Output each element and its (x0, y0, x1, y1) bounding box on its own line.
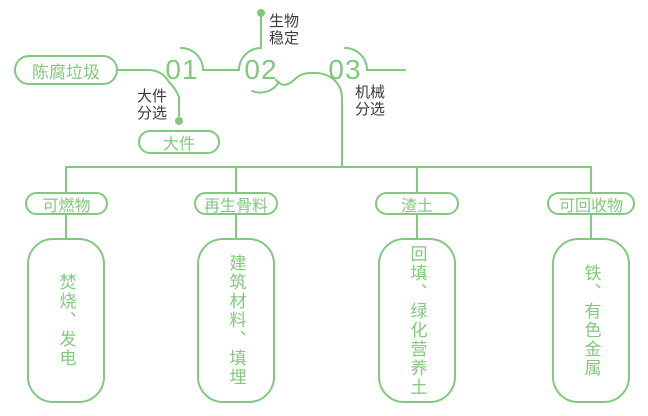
connector-source-to-bypass (117, 69, 180, 117)
detail-text: 铁、有色金属 (581, 263, 601, 378)
bypass-dot (175, 117, 183, 125)
rail-to-category-stubs (65, 166, 592, 193)
category-label: 渣土 (400, 197, 433, 215)
bypass-pill-label: 大件 (162, 136, 195, 153)
connector-03-exit (344, 47, 406, 71)
category-pill-slag-soil: 渣土 (375, 192, 459, 215)
detail-text: 回填、绿化营养土 (407, 244, 427, 397)
step-label-line: 稳定 (269, 30, 300, 47)
step-label-line: 分选 (137, 105, 168, 122)
category-label: 可回收物 (558, 197, 623, 215)
detail-box-backfill-nutrient-soil: 回填、绿化营养土 (378, 238, 456, 403)
step-label-bulky-sorting: 大件 分选 (137, 88, 167, 122)
category-pill-recycled-aggregate: 再生骨料 (194, 192, 278, 215)
detail-box-building-materials-landfill: 建筑材料、填埋 (197, 238, 275, 403)
step-number-03: 03 (328, 54, 362, 85)
detail-box-incineration-power: 焚烧、发电 (27, 238, 105, 403)
step-label-line: 生物 (269, 13, 300, 30)
step-number-01: 01 (165, 54, 199, 85)
step-label-bio-stabilization: 生物 稳定 (269, 13, 299, 47)
step-label-line: 大件 (137, 88, 168, 105)
connector-01-to-02 (180, 16, 262, 71)
bio-stabilization-dot (257, 9, 265, 17)
step-label-mechanical-sorting: 机械 分选 (355, 84, 385, 118)
connector-02-to-distributor (275, 72, 343, 168)
step-label-line: 分选 (355, 101, 386, 118)
source-pill-label: 陈腐垃圾 (32, 62, 100, 82)
step-number-02: 02 (244, 54, 278, 85)
detail-text: 焚烧、发电 (56, 273, 76, 368)
bypass-pill-bulky: 大件 (138, 130, 220, 154)
category-label: 再生骨料 (203, 197, 268, 215)
detail-text: 建筑材料、填埋 (226, 254, 246, 387)
detail-box-iron-nonferrous-metals: 铁、有色金属 (552, 238, 630, 403)
category-pill-recyclables: 可回收物 (547, 192, 635, 215)
source-pill: 陈腐垃圾 (14, 55, 118, 85)
category-label: 可燃物 (42, 197, 91, 215)
category-pill-combustibles: 可燃物 (25, 192, 108, 215)
arc-under-02 (251, 81, 280, 94)
step-label-line: 机械 (355, 84, 386, 101)
category-to-detail-stubs (65, 214, 592, 240)
